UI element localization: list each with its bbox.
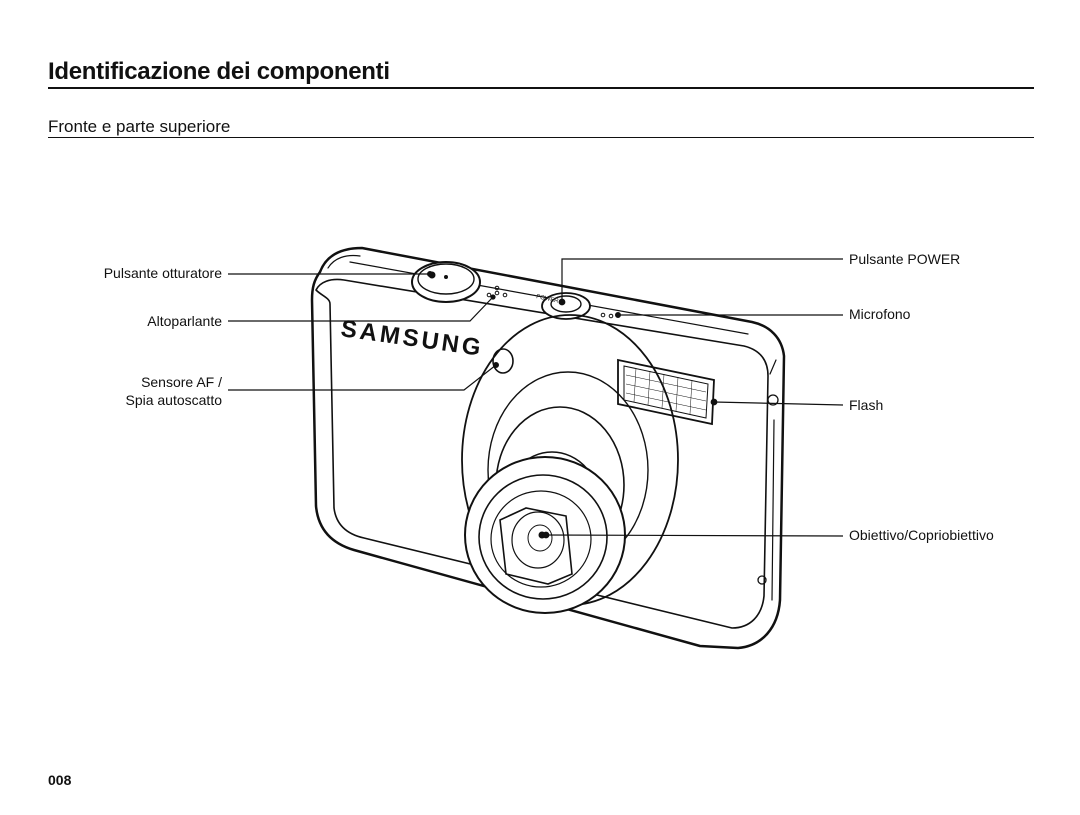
page-number: 008: [48, 772, 72, 788]
leader-lines-right: [542, 258, 844, 539]
section-rule: [48, 137, 1034, 138]
af-sensor-drawing: [492, 348, 514, 374]
label-microphone: Microfono: [849, 306, 911, 322]
page-title: Identificazione dei componenti: [48, 58, 390, 85]
label-shutter-button: Pulsante otturatore: [103, 265, 222, 281]
leader-lines-left: [228, 271, 500, 391]
speaker-holes: [486, 285, 508, 298]
label-flash: Flash: [849, 397, 884, 413]
flash-drawing: [617, 358, 715, 426]
title-rule: [48, 87, 1034, 89]
power-imprint: POWER: [536, 294, 560, 305]
power-button-drawing: POWER: [536, 292, 591, 320]
brand-logo: SAMSUNG: [339, 315, 485, 362]
label-af-sensor: Sensore AF / Spia autoscatto: [125, 373, 222, 409]
label-af-sensor-line2: Spia autoscatto: [125, 392, 222, 408]
shutter-button-drawing: [411, 261, 481, 303]
label-af-sensor-line1: Sensore AF /: [141, 374, 222, 390]
lens-drawing: [461, 314, 679, 614]
section-title: Fronte e parte superiore: [48, 117, 231, 136]
microphone-holes: [600, 312, 614, 319]
label-lens: Obiettivo/Copriobiettivo: [849, 527, 994, 543]
label-power-button: Pulsante POWER: [849, 251, 961, 267]
camera-body: [310, 246, 786, 650]
label-speaker: Altoparlante: [147, 313, 222, 329]
